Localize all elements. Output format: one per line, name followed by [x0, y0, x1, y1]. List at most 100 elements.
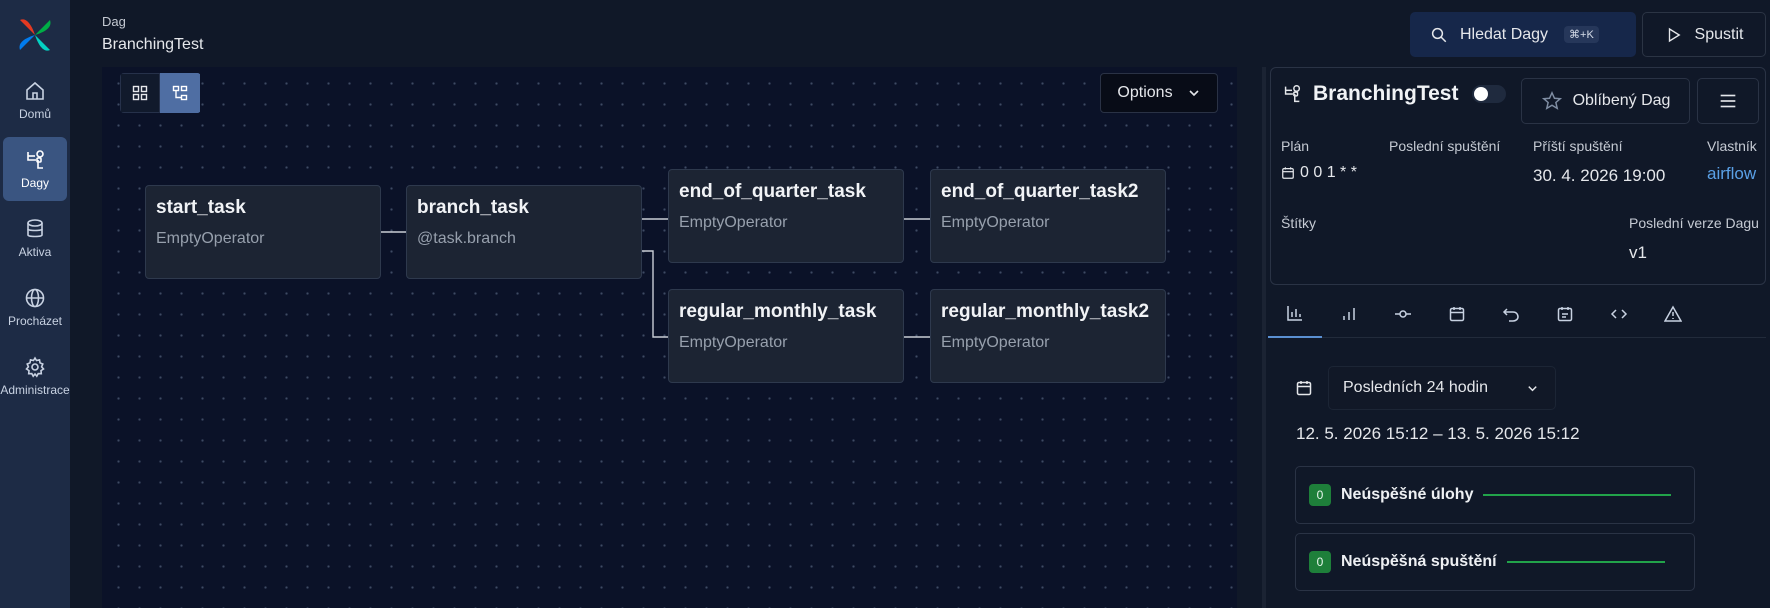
status-badge: 0 [1309, 551, 1331, 573]
last-run-label: Poslední spuštění [1389, 138, 1501, 154]
star-icon [1541, 90, 1562, 110]
tab-code[interactable] [1592, 290, 1646, 338]
latest-version-value: v1 [1629, 243, 1647, 262]
favorite-label: Oblíbený Dag [1572, 92, 1671, 109]
code-icon [1610, 309, 1628, 319]
search-label: Hledat Dagy [1460, 25, 1549, 43]
dags-icon [27, 150, 44, 169]
task-node-start-task[interactable]: start_task EmptyOperator [145, 185, 381, 279]
detail-tabs [1268, 290, 1766, 338]
task-node-regular-monthly-task2[interactable]: regular_monthly_task2 EmptyOperator [930, 289, 1166, 383]
sidebar-item-admin[interactable]: Administrace [0, 344, 70, 408]
graph-edges [380, 218, 930, 338]
grid-icon [132, 85, 148, 101]
schedule-cron: 0 0 1 * * [1300, 164, 1357, 181]
next-run-label: Příští spuštění [1533, 138, 1623, 154]
tags-label: Štítky [1281, 215, 1317, 231]
task-name: start_task [156, 197, 246, 218]
failed-tasks-card[interactable]: 0 Neúspěšné úlohy [1295, 466, 1695, 524]
dag-details-card: BranchingTest Oblíbený Dag Plán 0 0 1 * … [1270, 67, 1766, 285]
search-icon [1431, 27, 1447, 42]
keyboard-shortcut-badge: ⌘+K [1564, 26, 1599, 43]
sidebar-item-dags[interactable]: Dagy [3, 137, 67, 201]
task-node-regular-monthly-task[interactable]: regular_monthly_task EmptyOperator [668, 289, 904, 383]
sidebar-item-label: Procházet [7, 314, 63, 328]
page-title: BranchingTest [102, 36, 204, 53]
globe-icon [25, 288, 45, 308]
task-operator: EmptyOperator [941, 214, 1050, 231]
options-button[interactable]: Options [1100, 73, 1218, 113]
owner-link[interactable]: airflow [1707, 164, 1757, 183]
time-range-row: Posledních 24 hodin [1295, 366, 1556, 410]
task-operator: EmptyOperator [941, 334, 1050, 351]
options-label: Options [1117, 84, 1173, 101]
latest-version-label: Poslední verze Dagu [1629, 215, 1759, 231]
task-name: end_of_quarter_task2 [941, 181, 1139, 202]
owner-label: Vlastník [1707, 138, 1757, 154]
calendar-icon [1449, 307, 1465, 322]
sparkline [1483, 494, 1672, 496]
sidebar-item-assets[interactable]: Aktiva [3, 206, 67, 270]
pause-toggle[interactable] [1472, 85, 1507, 103]
schedule-label: Plán [1281, 138, 1310, 154]
chevron-down-icon [1528, 385, 1537, 391]
task-name: regular_monthly_task2 [941, 301, 1150, 322]
tab-calendar[interactable] [1430, 290, 1484, 338]
dag-icon [1284, 85, 1301, 103]
task-operator: EmptyOperator [156, 230, 265, 247]
database-icon [27, 219, 43, 238]
page-header: Dag BranchingTest [102, 14, 203, 54]
task-node-end-of-quarter-task2[interactable]: end_of_quarter_task2 EmptyOperator [930, 169, 1166, 263]
graph-view-button[interactable] [160, 73, 200, 113]
next-run-value: 30. 4. 2026 19:00 [1533, 166, 1666, 185]
grid-view-button[interactable] [120, 73, 160, 113]
commit-icon [1395, 310, 1411, 318]
task-name: end_of_quarter_task [679, 181, 866, 202]
toggle-knob [1474, 87, 1489, 101]
breadcrumb[interactable]: Dag [102, 14, 126, 29]
time-range-value: Posledních 24 hodin [1343, 379, 1488, 396]
time-range-select[interactable]: Posledních 24 hodin [1328, 366, 1556, 410]
gantt-chart-icon [1343, 308, 1355, 320]
stat-label: Neúspěšné úlohy [1341, 486, 1474, 503]
bar-chart-icon [1287, 306, 1302, 321]
sparkline [1506, 561, 1665, 563]
task-operator: EmptyOperator [679, 334, 788, 351]
sidebar-item-label: Aktiva [18, 245, 52, 259]
menu-icon [1720, 94, 1736, 108]
home-icon [26, 81, 44, 100]
graph-view-icon [172, 85, 188, 101]
tab-runs[interactable] [1376, 290, 1430, 338]
failed-runs-card[interactable]: 0 Neúspěšná spuštění [1295, 533, 1695, 591]
warning-icon [1664, 305, 1682, 322]
play-icon [1668, 27, 1681, 42]
sidebar-item-home[interactable]: Domů [3, 68, 67, 132]
trigger-dag-button[interactable]: Spustit [1642, 12, 1766, 57]
panel-resize-handle[interactable] [1262, 67, 1266, 608]
tab-events[interactable] [1538, 290, 1592, 338]
task-name: regular_monthly_task [679, 301, 877, 322]
menu-button[interactable] [1697, 78, 1759, 124]
tab-backfills[interactable] [1484, 290, 1538, 338]
sidebar-item-browse[interactable]: Procházet [3, 275, 67, 339]
stat-label: Neúspěšná spuštění [1341, 553, 1497, 570]
calendar-icon [1296, 381, 1312, 396]
run-label: Spustit [1694, 25, 1744, 43]
task-node-branch-task[interactable]: branch_task @task.branch [406, 185, 642, 279]
tab-grid[interactable] [1322, 290, 1376, 338]
undo-icon [1502, 308, 1519, 322]
tab-warnings[interactable] [1646, 290, 1700, 338]
search-dags-button[interactable]: Hledat Dagy ⌘+K [1410, 12, 1636, 57]
status-badge: 0 [1309, 484, 1331, 506]
task-operator: @task.branch [417, 230, 516, 247]
task-operator: EmptyOperator [679, 214, 788, 231]
airflow-logo-icon[interactable] [14, 14, 56, 56]
graph-canvas[interactable]: Options start_task EmptyOperator branch_… [102, 67, 1237, 608]
tab-overview[interactable] [1268, 290, 1322, 338]
sidebar-nav: Domů Dagy Aktiva Procházet Administ [0, 0, 70, 608]
sidebar-item-label: Administrace [0, 383, 70, 397]
favorite-button[interactable]: Oblíbený Dag [1521, 78, 1690, 124]
task-node-end-of-quarter-task[interactable]: end_of_quarter_task EmptyOperator [668, 169, 904, 263]
dag-title-row: BranchingTest [1281, 82, 1507, 106]
